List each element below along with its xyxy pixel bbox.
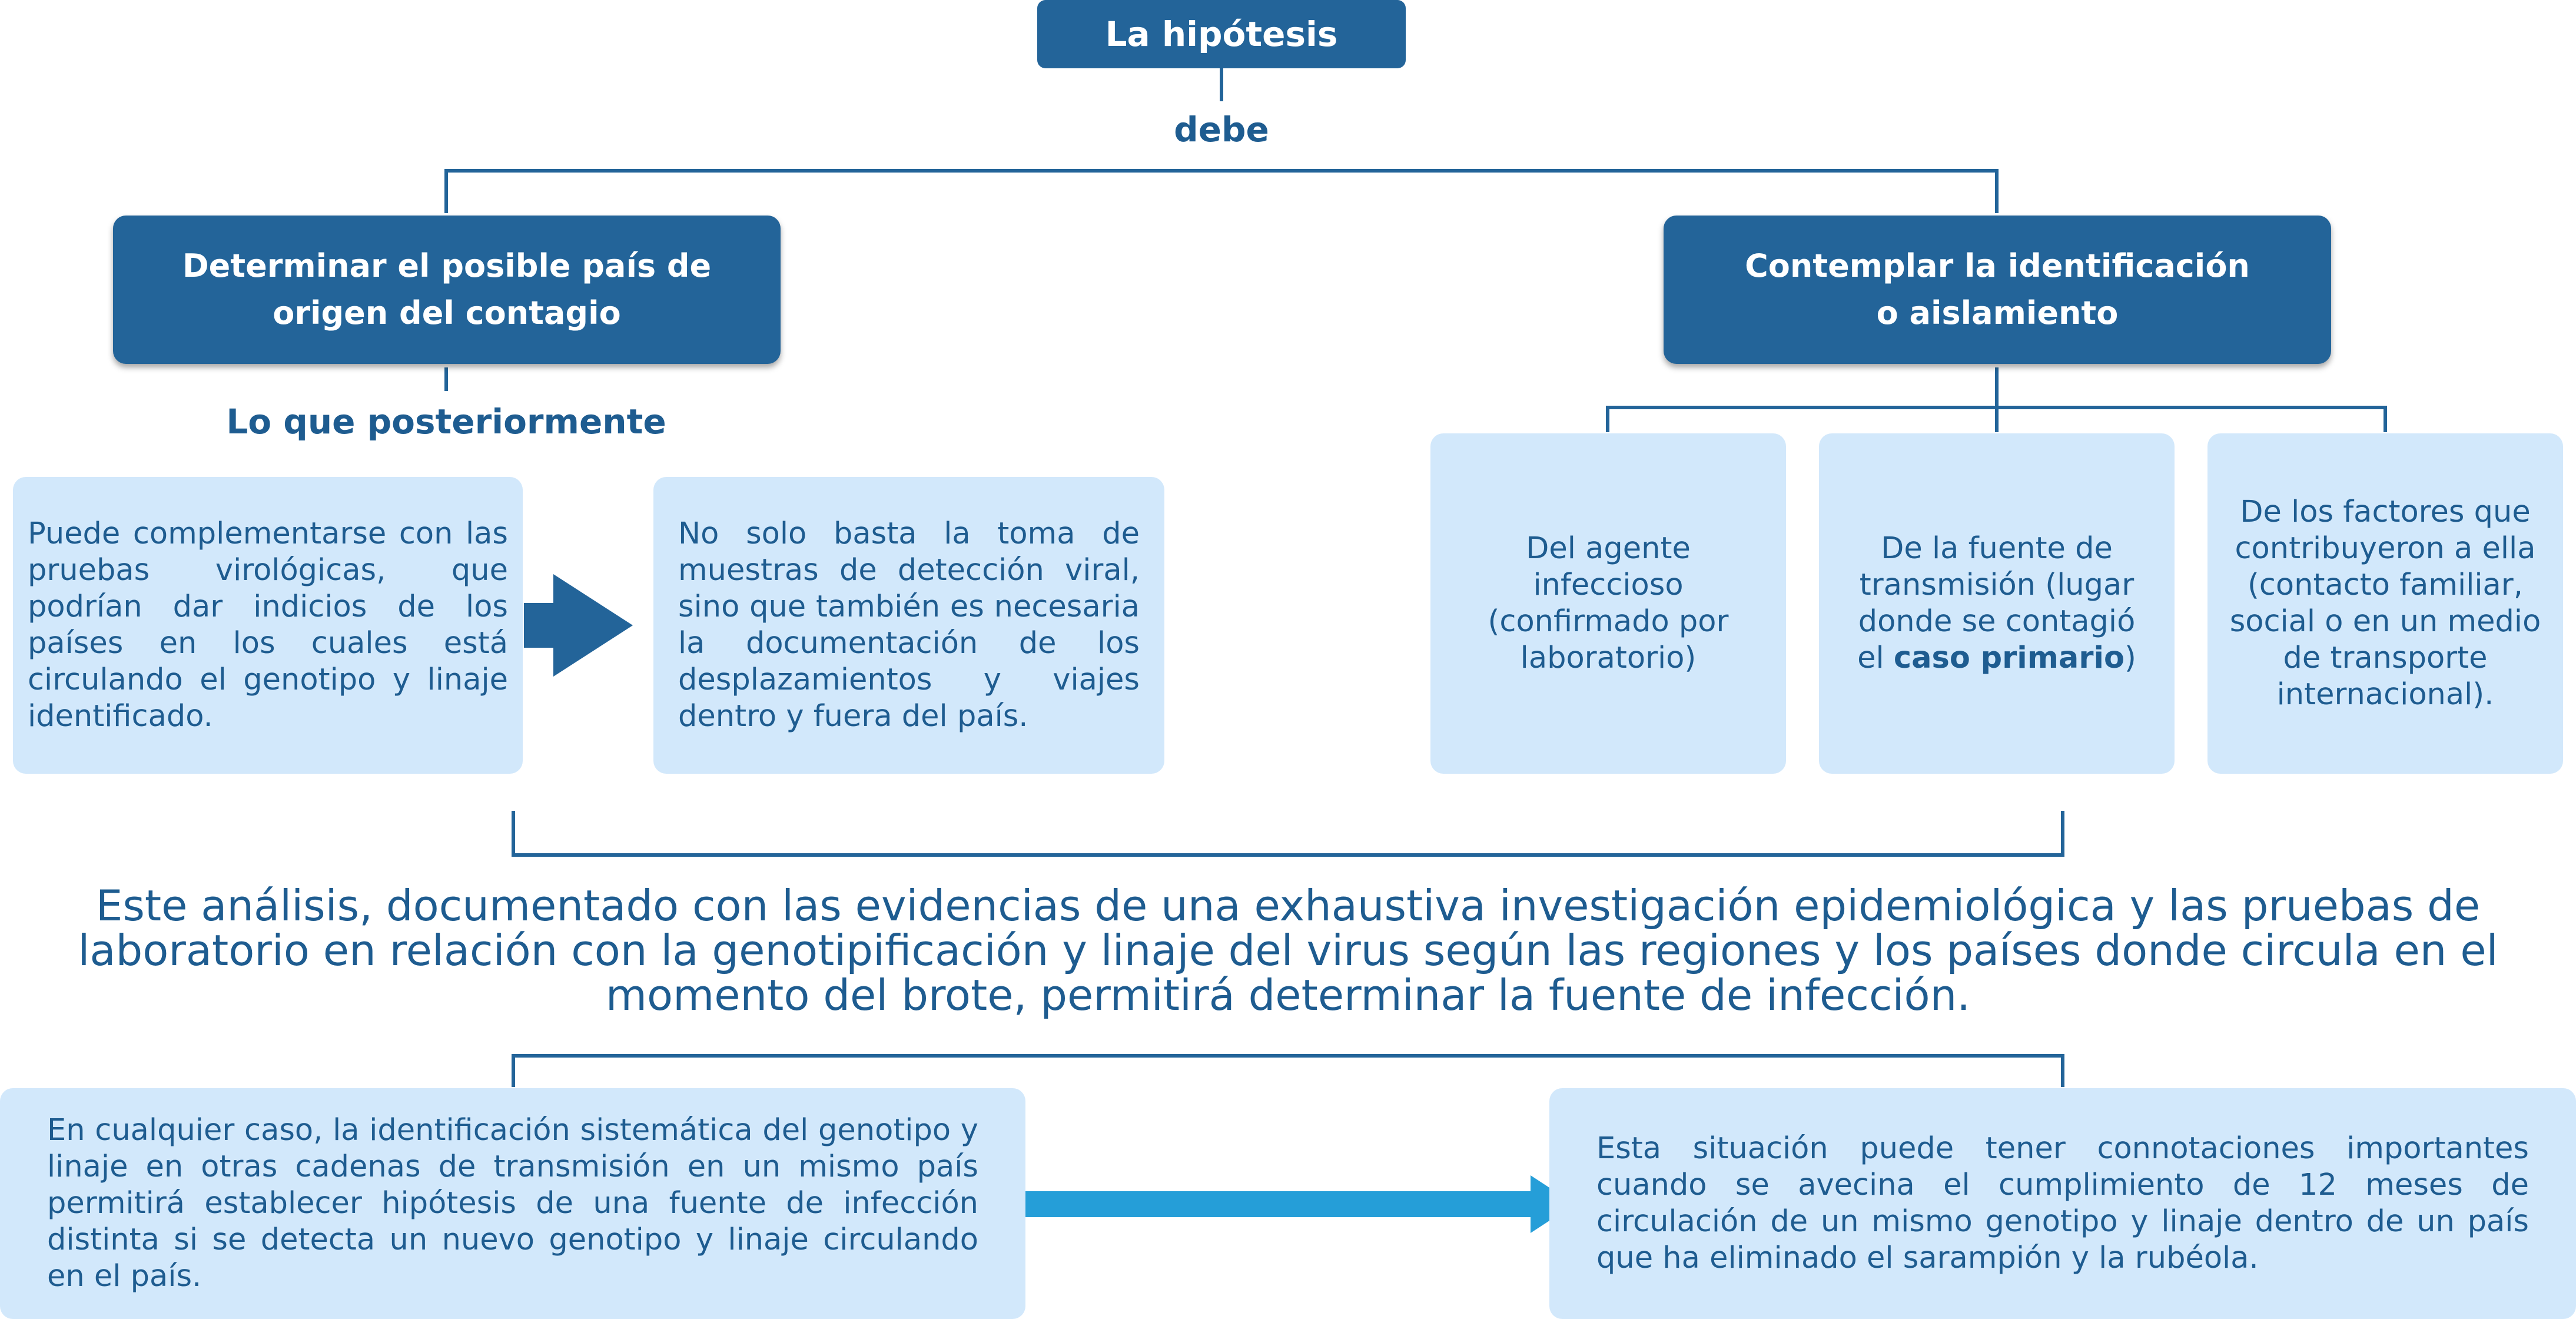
connector-split <box>444 169 1999 213</box>
identification-title-line2: o aislamiento <box>1876 294 2119 332</box>
virological-tests-text: Puede complementarse con las pruebas vir… <box>28 516 508 734</box>
primary-case-bold: caso primario <box>1893 641 2125 675</box>
transmission-source-main: De la fuente de transmisión (lugar donde… <box>1857 531 2136 675</box>
travel-documentation-text: No solo basta la toma de muestras de det… <box>678 516 1140 734</box>
transmission-source-text: De la fuente de transmisión (lugar donde… <box>1843 531 2151 677</box>
contributing-factors-text: De los factores que contribuyeron a ella… <box>2229 495 2541 712</box>
systematic-identification-box: En cualquier caso, la identificación sis… <box>0 1088 1025 1319</box>
transmission-source-end: ) <box>2124 641 2136 675</box>
arrow-right-light <box>1025 1175 1575 1233</box>
bracket-upper <box>512 811 2064 857</box>
twelve-months-text: Esta situación puede tener connotaciones… <box>1596 1131 2529 1275</box>
hypothesis-node: La hipótesis <box>1037 0 1406 68</box>
infectious-agent-text: Del agente infeccioso (confirmado por la… <box>1488 531 1729 675</box>
virological-tests-box: Puede complementarse con las pruebas vir… <box>13 477 523 774</box>
origin-title-line1: Determinar el posible país de <box>182 247 712 284</box>
conclusion-text: Este análisis, documentado con las evide… <box>78 881 2498 1020</box>
hypothesis-title: La hipótesis <box>1105 14 1338 54</box>
transmission-source-box: De la fuente de transmisión (lugar donde… <box>1819 433 2175 774</box>
origin-title-line2: origen del contagio <box>273 294 621 332</box>
contributing-factors-box: De los factores que contribuyeron a ella… <box>2207 433 2563 774</box>
connector-label-posteriormente: Lo que posteriormente <box>226 402 666 442</box>
origin-country-node: Determinar el posible país de origen del… <box>113 216 781 364</box>
travel-documentation-box: No solo basta la toma de muestras de det… <box>653 477 1164 774</box>
connector-label-debe: debe <box>1174 110 1269 150</box>
infectious-agent-box: Del agente infeccioso (confirmado por la… <box>1430 433 1786 774</box>
arrow-right-dark <box>524 574 633 677</box>
identification-title-line1: Contemplar la identificación <box>1745 247 2250 284</box>
systematic-identification-text: En cualquier caso, la identificación sis… <box>47 1113 978 1294</box>
bracket-lower <box>512 1054 2064 1087</box>
twelve-months-box: Esta situación puede tener connotaciones… <box>1549 1088 2576 1319</box>
identification-node: Contemplar la identificación o aislamien… <box>1664 216 2331 364</box>
